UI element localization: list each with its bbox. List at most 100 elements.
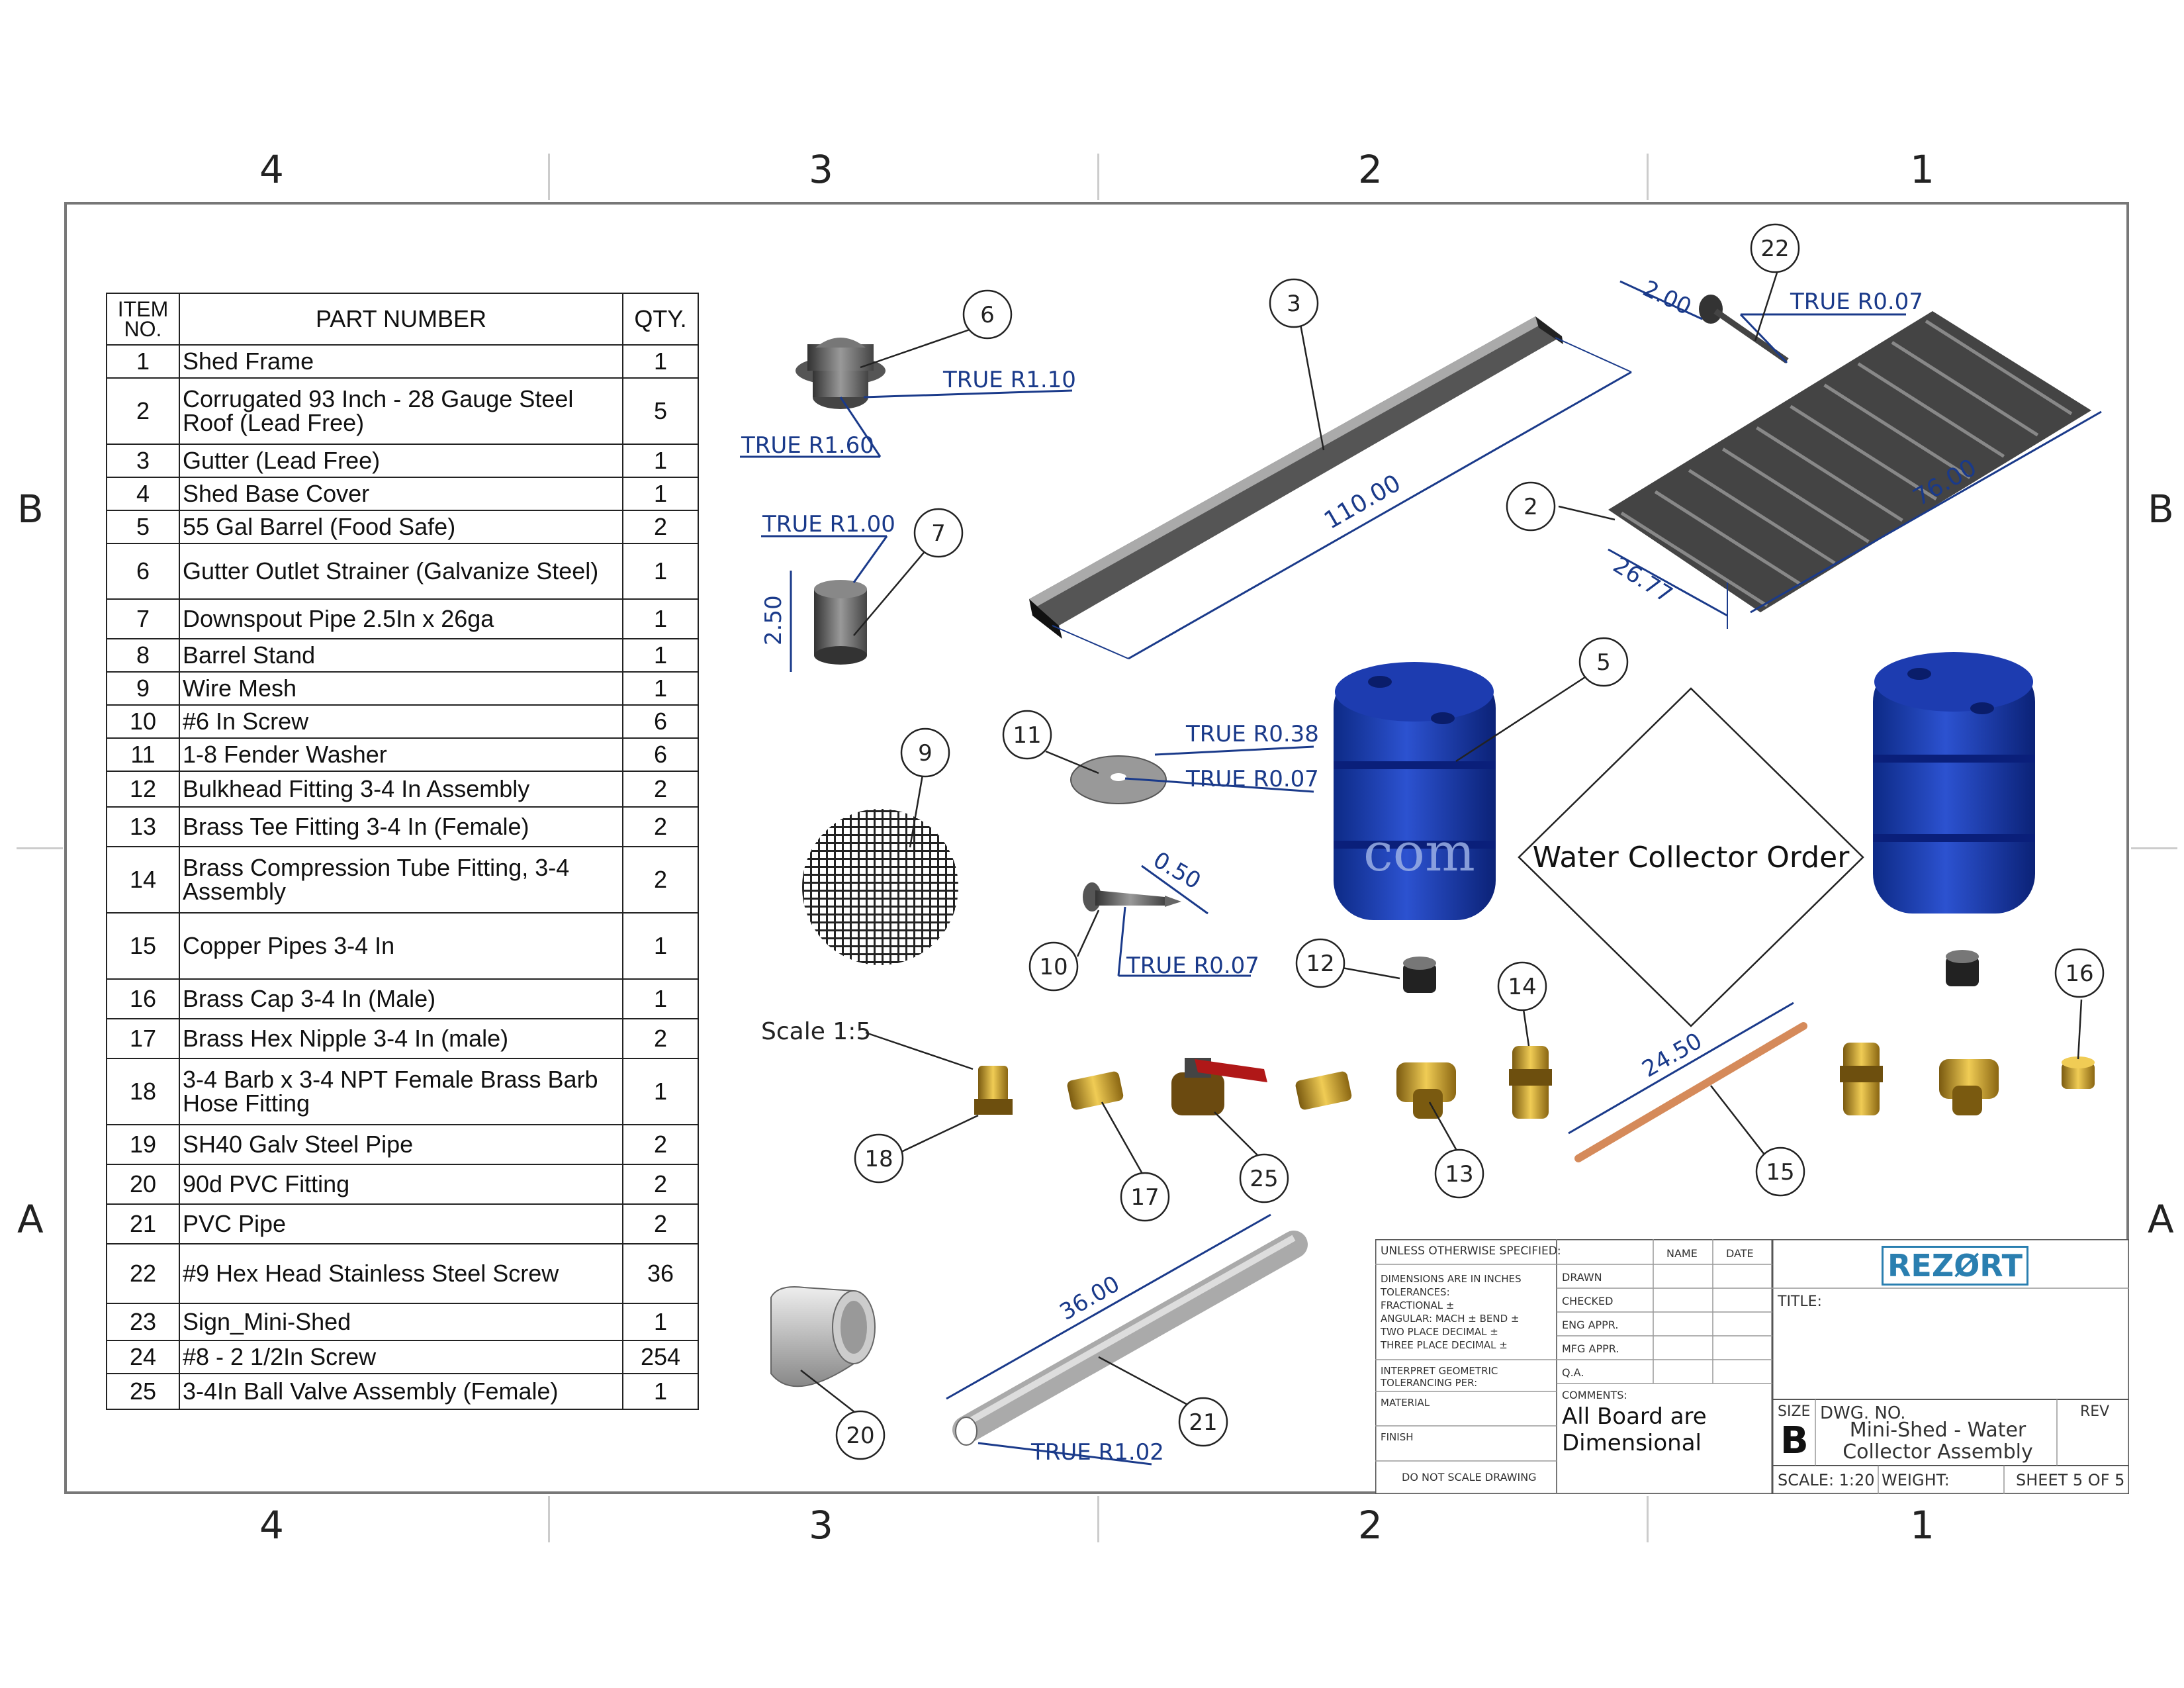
tb-dims-line: DIMENSIONS ARE IN INCHES <box>1381 1273 1522 1285</box>
screw10-radius: TRUE R0.07 <box>1126 953 1259 979</box>
balloon-label: 11 <box>1013 722 1041 749</box>
zone-top-1: 1 <box>1910 147 1934 192</box>
tb-dims-line: TOLERANCES: <box>1381 1286 1450 1298</box>
bom-part-number: 3-4 Barb x 3-4 NPT Female Brass Barb Hos… <box>179 1058 623 1125</box>
bom-part-number: 3-4In Ball Valve Assembly (Female) <box>179 1373 623 1410</box>
tb-scale: SCALE: 1:20 <box>1778 1471 1875 1489</box>
zone-top-3: 3 <box>809 147 833 192</box>
bom-item-no: 25 <box>106 1373 180 1410</box>
tb-date-col: DATE <box>1726 1247 1754 1260</box>
strainer-outer-radius: TRUE R1.10 <box>942 367 1076 393</box>
leader-9 <box>909 771 925 848</box>
dim-line <box>1052 625 1129 659</box>
bulkhead-fitting-part-right <box>1946 950 1979 986</box>
leader-5 <box>1455 676 1586 763</box>
bom-part-number: #9 Hex Head Stainless Steel Screw <box>179 1243 623 1304</box>
bom-qty: 6 <box>622 704 699 739</box>
screw10-length: 0.50 <box>1149 847 1206 894</box>
leader-scale <box>865 1031 974 1070</box>
dim-line <box>1568 1002 1794 1135</box>
corrugated-roof-part <box>1608 311 2091 612</box>
leader-2 <box>1558 505 1615 521</box>
bom-part-number: Shed Base Cover <box>179 477 623 511</box>
bom-item-no: 6 <box>106 543 180 600</box>
balloon-label: 10 <box>1039 954 1068 980</box>
brass-cap-part <box>2062 1056 2095 1089</box>
bom-item-no: 5 <box>106 510 180 544</box>
bom-qty: 1 <box>622 671 699 706</box>
dim-line <box>978 1442 1152 1466</box>
tb-comments-label: COMMENTS: <box>1562 1389 1627 1401</box>
brass-tee-fitting-part-right <box>1939 1059 1999 1115</box>
barrel-part-right <box>1873 652 2035 914</box>
tb-row-checked: CHECKED <box>1562 1295 1614 1307</box>
pvc-pipe-radius: TRUE R1.02 <box>1030 1439 1164 1466</box>
bom-qty: 1 <box>622 477 699 511</box>
dim-line <box>1608 548 1728 617</box>
bom-item-no: 24 <box>106 1340 180 1374</box>
bom-qty: 5 <box>622 377 699 445</box>
bom-header-qty: QTY. <box>622 293 699 346</box>
bom-qty: 1 <box>622 978 699 1019</box>
leader-6 <box>860 328 970 369</box>
bom-qty: 254 <box>622 1340 699 1374</box>
bom-part-number: Wire Mesh <box>179 671 623 706</box>
watermark-text: com <box>1363 821 1475 883</box>
bom-part-number: Brass Hex Nipple 3-4 In (male) <box>179 1018 623 1059</box>
balloon-16 <box>2054 948 2105 998</box>
bom-item-no: 10 <box>106 704 180 739</box>
bom-qty: 2 <box>622 510 699 544</box>
zone-top-2: 2 <box>1358 147 1383 192</box>
dim-line <box>852 536 888 583</box>
barb-hose-fitting-part <box>974 1066 1013 1115</box>
tb-interpret-line: INTERPRET GEOMETRIC <box>1381 1365 1498 1377</box>
bom-item-no: 11 <box>106 737 180 772</box>
balloon-11 <box>1002 710 1052 760</box>
balloon-label: 17 <box>1130 1184 1159 1211</box>
bom-part-number: Barrel Stand <box>179 638 623 673</box>
bom-qty: 1 <box>622 543 699 600</box>
tb-dwg-no-label: DWG. NO. <box>1820 1403 1906 1423</box>
zone-bottom-1: 1 <box>1910 1503 1934 1548</box>
bom-part-number: Sign_Mini-Shed <box>179 1303 623 1341</box>
bom-item-no: 19 <box>106 1124 180 1165</box>
roof-corrugation-line <box>1790 404 1937 500</box>
roof-corrugation-line <box>1688 469 1836 565</box>
leader-20 <box>800 1370 861 1417</box>
zone-bottom-3: 3 <box>809 1503 833 1548</box>
leader-22 <box>1754 272 1778 342</box>
compression-fitting-part <box>1509 1046 1552 1119</box>
leader-7 <box>853 549 927 636</box>
tb-name-col: NAME <box>1666 1247 1698 1260</box>
tb-row-mfg: MFG APPR. <box>1562 1342 1619 1355</box>
bom-part-number: #8 - 2 1/2In Screw <box>179 1340 623 1374</box>
tb-row-drawn: DRAWN <box>1562 1271 1602 1284</box>
bom-item-no: 8 <box>106 638 180 673</box>
bom-part-number: #6 In Screw <box>179 704 623 739</box>
copper-pipe-part <box>1574 1022 1807 1162</box>
bom-item-no: 23 <box>106 1303 180 1341</box>
bom-qty: 36 <box>622 1243 699 1304</box>
zone-tick <box>17 847 63 849</box>
balloon-7 <box>913 508 964 558</box>
leader-18 <box>901 1114 979 1153</box>
bom-item-no: 16 <box>106 978 180 1019</box>
barrel-part-left <box>1334 662 1496 920</box>
bom-qty: 2 <box>622 1203 699 1244</box>
dim-line <box>1739 313 1788 364</box>
tb-dims-line: FRACTIONAL ± <box>1381 1299 1455 1311</box>
